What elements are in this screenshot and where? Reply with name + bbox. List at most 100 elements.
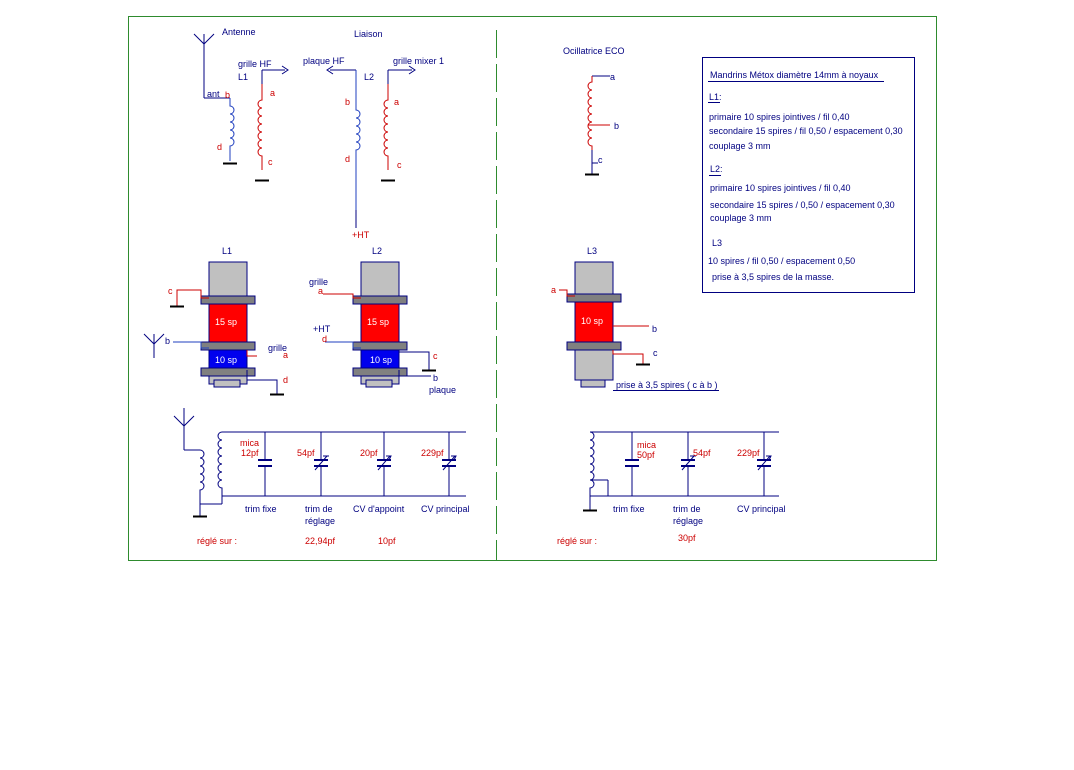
tr-mica: mica — [637, 440, 656, 450]
tl-c2: 54pf — [297, 448, 315, 458]
spec-title: Mandrins Métox diamètre 14mm à noyaux — [710, 70, 879, 80]
l2-former-plaque: plaque — [429, 385, 456, 395]
tl-cv-principal: CV principal — [421, 504, 470, 514]
l3-former-b: b — [652, 324, 657, 334]
tuning-circuit-right — [583, 431, 779, 512]
l1-former-b: b — [165, 336, 170, 346]
l3-prise-label: prise à 3,5 spires ( c à b ) — [616, 380, 718, 390]
label-l1-a: a — [270, 88, 275, 98]
label-l2-b: b — [345, 97, 350, 107]
label-grille-hf: grille HF — [238, 59, 272, 69]
tuning-left-antenna-icon — [173, 408, 195, 450]
label-l2-d: d — [345, 154, 350, 164]
l1-primary-coil — [229, 98, 235, 161]
l2-former-d: d — [322, 334, 327, 344]
former-l1-title: L1 — [222, 246, 232, 256]
former-labels-left: L1 L2 15 sp 10 sp 15 sp 10 sp c b grille… — [165, 246, 456, 395]
label-l1-c: c — [268, 157, 273, 167]
l2-former — [323, 261, 436, 388]
tuning-left-secondary-coil — [217, 431, 223, 500]
l2-former-a: a — [318, 286, 323, 296]
tl-trim-de: trim de — [305, 504, 333, 514]
spec-box: Mandrins Métox diamètre 14mm à noyaux L1… — [702, 57, 915, 293]
grille-mixer-arrow — [408, 65, 416, 75]
l2-primary-coil — [355, 70, 361, 220]
l2-15sp-label: 15 sp — [367, 317, 389, 327]
oscillator-a: a — [610, 72, 615, 82]
tr-trim-de: trim de — [673, 504, 701, 514]
oscillator-b: b — [614, 121, 619, 131]
l2-former-c: c — [433, 351, 438, 361]
l1-former-a: a — [283, 350, 288, 360]
l1-former-grille: grille — [268, 343, 287, 353]
spec-l3-line1: 10 spires / fil 0,50 / espacement 0,50 — [708, 256, 855, 266]
tl-regle-sur: réglé sur : — [197, 536, 237, 546]
l1-15sp-label: 15 sp — [215, 317, 237, 327]
tl-mica: mica — [240, 438, 259, 448]
antenna-icon — [193, 33, 230, 99]
l3-10sp-label: 10 sp — [581, 316, 603, 326]
former-l3-title: L3 — [587, 246, 597, 256]
spec-l2-line1: primaire 10 spires jointives / fil 0,40 — [710, 183, 851, 193]
oscillator-c: c — [598, 155, 603, 165]
tuning-circuit-left — [173, 408, 466, 518]
label-ant: ant — [207, 89, 220, 99]
label-ht: +HT — [352, 230, 370, 240]
tr-c1: 50pf — [637, 450, 655, 460]
oscillator-schematic — [585, 75, 610, 176]
l1-10sp-label: 10 sp — [215, 355, 237, 365]
label-l2-c: c — [397, 160, 402, 170]
tr-c2: 54pf — [693, 448, 711, 458]
l2-former-ht: +HT — [313, 324, 331, 334]
tl-reglage: réglage — [305, 516, 335, 526]
tl-cv-appoint: CV d'appoint — [353, 504, 405, 514]
tuning-right-coil — [589, 431, 595, 500]
spec-l3-head: L3 — [712, 238, 722, 248]
l1-secondary-coil — [257, 84, 263, 170]
tr-cv-principal: CV principal — [737, 504, 786, 514]
l3-former-a: a — [551, 285, 556, 295]
spec-l2-line3: couplage 3 mm — [710, 213, 772, 223]
label-grille-mixer: grille mixer 1 — [393, 56, 444, 66]
l1-l2-schematic-labels: Antenne Liaison grille HF L1 plaque HF L… — [207, 27, 444, 240]
tl-c3: 20pf — [360, 448, 378, 458]
l2-10sp-label: 10 sp — [370, 355, 392, 365]
label-antenne: Antenne — [222, 27, 256, 37]
label-plaque-hf: plaque HF — [303, 56, 345, 66]
spec-l1-line1: primaire 10 spires jointives / fil 0,40 — [709, 112, 850, 122]
tl-c4: 229pf — [421, 448, 444, 458]
l2-secondary-coil — [383, 84, 389, 170]
tr-value-trim: 30pf — [678, 533, 696, 543]
spec-l1-line2: secondaire 15 spires / fil 0,50 / espace… — [709, 126, 903, 136]
l1-former — [143, 261, 284, 396]
spec-l1-head: L1: — [709, 92, 722, 102]
l3-former — [559, 261, 719, 391]
tl-value-appoint: 10pf — [378, 536, 396, 546]
tuning-left-labels: mica 12pf 54pf 20pf 229pf trim fixe trim… — [197, 438, 470, 546]
l3-winding-10sp — [574, 301, 614, 343]
tl-c1: 12pf — [241, 448, 259, 458]
spec-l2-head: L2: — [710, 164, 723, 174]
former-l2-title: L2 — [372, 246, 382, 256]
spec-l3-line2: prise à 3,5 spires de la masse. — [712, 272, 834, 282]
l2-former-grille: grille — [309, 277, 328, 287]
label-l1-d: d — [217, 142, 222, 152]
l1-former-d: d — [283, 375, 288, 385]
plaque-hf-arrow — [326, 65, 334, 75]
tuning-right-labels: mica 50pf 54pf 229pf trim fixe trim de r… — [557, 440, 786, 546]
label-liaison: Liaison — [354, 29, 383, 39]
l2-former-b: b — [433, 373, 438, 383]
tr-c3: 229pf — [737, 448, 760, 458]
label-l1-b: b — [225, 90, 230, 100]
tuning-left-primary-coil — [199, 449, 205, 500]
tr-reglage: réglage — [673, 516, 703, 526]
l3-former-c: c — [653, 348, 658, 358]
oscillator-coil — [587, 76, 593, 158]
label-l2-a: a — [394, 97, 399, 107]
tr-trim-fixe: trim fixe — [613, 504, 645, 514]
l1-l2-schematic — [193, 33, 416, 228]
l1-former-c: c — [168, 286, 173, 296]
spec-l1-line3: couplage 3 mm — [709, 141, 771, 151]
grille-hf-arrow — [281, 65, 289, 75]
